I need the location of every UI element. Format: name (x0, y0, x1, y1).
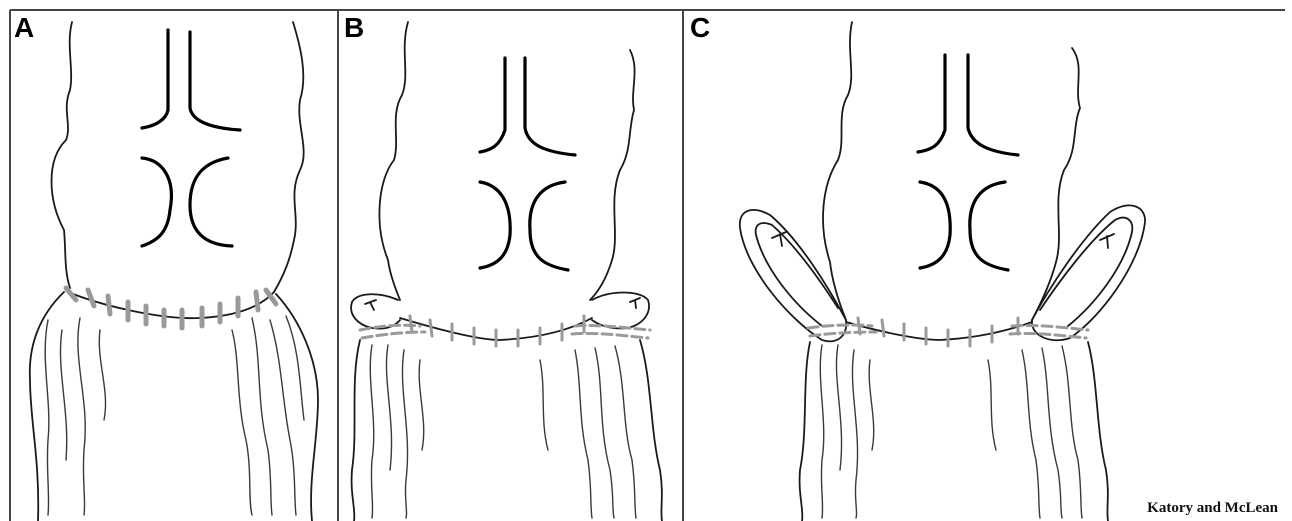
panel-a-label: A (14, 14, 34, 42)
panel-b-rectal-folds (370, 345, 636, 518)
panel-b-colon-right-contour (590, 50, 635, 300)
panel-b-haustra-top (480, 58, 575, 155)
panel-c-rectum-left-contour (800, 342, 810, 521)
panel-b-colon-left-contour (379, 22, 408, 300)
panel-b-rectum-right-contour (640, 340, 662, 521)
panel-b-drawing (351, 22, 662, 521)
panel-b-sutures (360, 316, 650, 346)
panel-a-colon-right-contour (274, 22, 304, 292)
panel-c-drawing (740, 22, 1145, 521)
panel-c-right-flap-outer (1032, 205, 1145, 340)
panel-a-haustra-top (142, 30, 240, 130)
panel-c-label: C (690, 14, 710, 42)
panel-c-colon-left-contour (823, 22, 852, 320)
panel-b-rectum-left-contour (352, 340, 360, 521)
panel-c-haustra-bottom (920, 182, 1008, 270)
panel-a-sutures (66, 288, 276, 328)
panel-c-rectum-right-contour (1088, 342, 1108, 521)
panel-c-left-flap-inner (756, 223, 838, 326)
panel-a-rectum-right-contour (276, 294, 318, 521)
panel-a-haustra-bottom (142, 158, 232, 246)
panel-c-haustra-top (918, 55, 1018, 155)
panel-b-label: B (344, 14, 364, 42)
panel-a-colon-left-contour (52, 22, 73, 288)
panel-a-anastomosis-line (68, 292, 274, 318)
panel-a-drawing (30, 22, 318, 521)
panel-c-rectal-folds (820, 345, 1082, 518)
panel-a-rectal-folds (45, 316, 304, 515)
panel-b-haustra-bottom (480, 182, 568, 270)
figure-credit: Katory and McLean (1147, 500, 1278, 517)
panel-c-sutures (808, 318, 1088, 346)
